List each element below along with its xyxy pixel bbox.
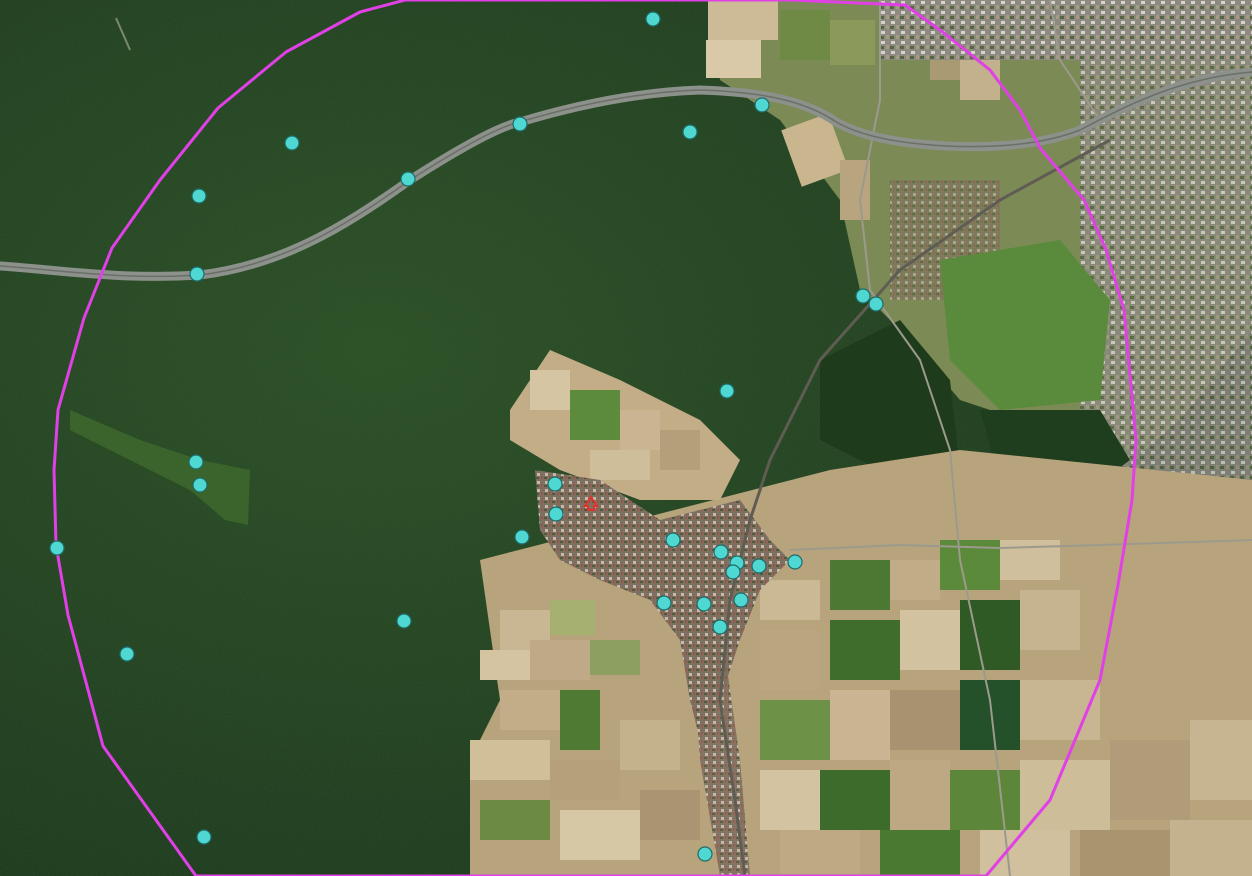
poi-marker[interactable]	[192, 477, 208, 493]
poi-marker[interactable]	[514, 529, 530, 545]
poi-marker[interactable]	[697, 846, 713, 862]
local-road-east	[789, 539, 1252, 551]
poi-marker[interactable]	[400, 171, 416, 187]
poi-marker[interactable]	[682, 124, 698, 140]
poi-marker[interactable]	[512, 116, 528, 132]
poi-marker[interactable]	[645, 11, 661, 27]
poi-marker[interactable]	[719, 383, 735, 399]
farm-fields-north	[706, 0, 1000, 220]
forest-patch-east	[820, 320, 960, 470]
golf-course	[940, 240, 1110, 410]
forest-path	[115, 17, 131, 51]
poi-marker[interactable]	[868, 296, 884, 312]
forest-clearing	[70, 410, 250, 525]
poi-marker[interactable]	[713, 544, 729, 560]
poi-marker[interactable]	[196, 829, 212, 845]
poi-marker[interactable]	[189, 266, 205, 282]
poi-marker[interactable]	[751, 558, 767, 574]
village-south-strip	[690, 620, 750, 876]
poi-marker[interactable]	[188, 454, 204, 470]
poi-marker[interactable]	[547, 476, 563, 492]
poi-marker[interactable]	[733, 592, 749, 608]
poi-marker[interactable]	[696, 596, 712, 612]
poi-marker[interactable]	[119, 646, 135, 662]
poi-marker[interactable]	[49, 540, 65, 556]
poi-marker[interactable]	[787, 554, 803, 570]
city-area	[880, 0, 1252, 60]
poi-marker[interactable]	[725, 564, 741, 580]
fields-north-village	[530, 370, 700, 480]
poi-marker[interactable]	[665, 532, 681, 548]
location-pin-icon	[583, 495, 599, 511]
poi-marker[interactable]	[548, 506, 564, 522]
poi-marker[interactable]	[396, 613, 412, 629]
field-grid	[470, 540, 1252, 876]
buffer-ring[interactable]	[52, 0, 1138, 876]
poi-marker[interactable]	[855, 288, 871, 304]
railway-line	[718, 138, 1111, 876]
poi-marker[interactable]	[656, 595, 672, 611]
poi-marker[interactable]	[712, 619, 728, 635]
poi-marker[interactable]	[284, 135, 300, 151]
city-area-east	[1080, 60, 1252, 480]
selected-location-marker[interactable]	[583, 495, 599, 511]
poi-markers-layer	[49, 11, 884, 862]
highway-centerline	[0, 71, 1252, 278]
poi-marker[interactable]	[191, 188, 207, 204]
poi-marker[interactable]	[754, 97, 770, 113]
local-road-north	[1049, 0, 1101, 121]
